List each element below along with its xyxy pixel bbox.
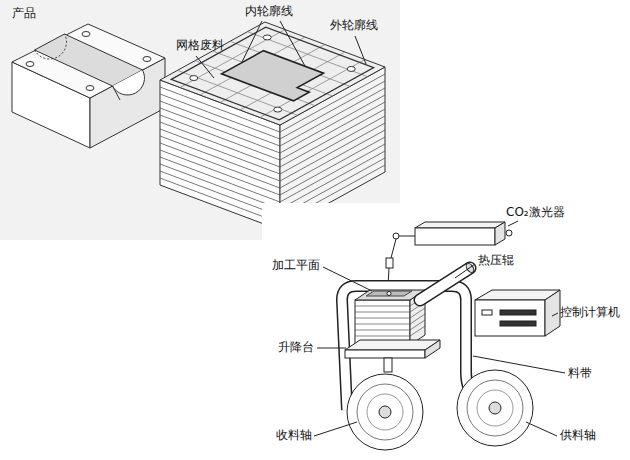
part-label: 收料轴 <box>276 428 312 443</box>
part-label: 控制计算机 <box>560 305 620 320</box>
layer-stack <box>160 22 385 230</box>
part-label: CO₂激光器 <box>506 205 565 220</box>
part-label: 产品 <box>12 6 36 21</box>
part-label: 内轮廓线 <box>245 4 293 19</box>
part-label: 外轮廓线 <box>330 18 378 33</box>
lom-machine <box>314 221 565 450</box>
part-label: 加工平面 <box>272 258 320 273</box>
part-label: 网格废料 <box>176 38 224 53</box>
product-block <box>12 24 165 148</box>
part-label: 热压辊 <box>478 253 514 268</box>
part-label: 料带 <box>568 366 592 381</box>
part-label: 升降台 <box>278 340 314 355</box>
part-label: 供料轴 <box>560 428 596 443</box>
machine-ground <box>262 203 630 460</box>
